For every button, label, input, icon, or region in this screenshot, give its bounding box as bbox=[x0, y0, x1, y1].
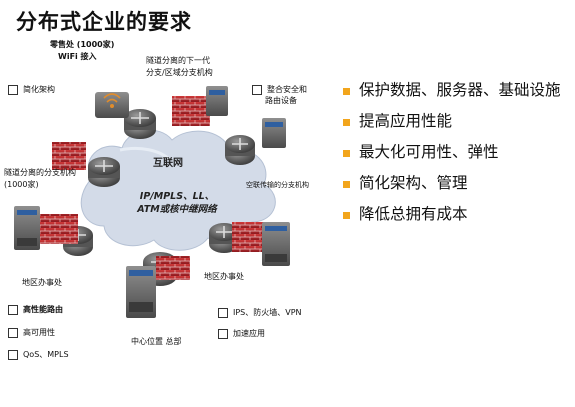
checkbox-icon bbox=[8, 349, 18, 360]
firewall-icon bbox=[40, 214, 78, 244]
cloud-label-line1: IP/MPLS、LL、 bbox=[139, 191, 215, 202]
regional-office-left-label: 地区办事处 bbox=[22, 278, 62, 287]
check-integrate-security: 整合安全和 bbox=[252, 84, 307, 95]
list-item: 降低总拥有成本 bbox=[343, 204, 569, 225]
hq-label: 中心位置 总部 bbox=[131, 337, 182, 346]
appliance-icon bbox=[262, 118, 286, 148]
list-item: 简化架构、管理 bbox=[343, 173, 569, 194]
wifi-label: WiFi 接入 bbox=[58, 52, 97, 61]
router-icon bbox=[124, 109, 156, 139]
router-icon bbox=[88, 157, 120, 187]
check-high-perf-routing: 高性能路由 bbox=[8, 304, 63, 315]
checkbox-icon bbox=[252, 84, 262, 95]
bullet-square-icon bbox=[343, 119, 350, 126]
list-item: 提高应用性能 bbox=[343, 111, 569, 132]
appliance-icon bbox=[262, 222, 290, 266]
bullet-square-icon bbox=[343, 212, 350, 219]
network-diagram: 互联网 IP/MPLS、LL、 ATM或核中继网络 零售处 (1000家) Wi… bbox=[4, 40, 309, 360]
check-ips-firewall-vpn: IPS、防火墙、VPN bbox=[218, 307, 302, 318]
checkbox-icon bbox=[8, 327, 18, 338]
checkbox-icon bbox=[218, 328, 228, 339]
diagram-graphics bbox=[14, 86, 290, 318]
tunnel-branch-label-line2: (1000家) bbox=[4, 180, 39, 189]
check-high-availability: 高可用性 bbox=[8, 327, 55, 338]
bullet-square-icon bbox=[343, 181, 350, 188]
router-icon bbox=[209, 223, 239, 253]
tunnel-next-gen-label-line1: 隧道分离的下一代 bbox=[146, 56, 210, 65]
appliance-icon bbox=[206, 86, 228, 116]
firewall-icon bbox=[172, 96, 210, 126]
requirements-list: 保护数据、服务器、基础设施 提高应用性能 最大化可用性、弹性 简化架构、管理 降… bbox=[343, 80, 569, 235]
page-title: 分布式企业的要求 bbox=[16, 10, 192, 34]
router-icon bbox=[225, 135, 255, 165]
appliance-icon bbox=[14, 206, 40, 250]
firewall-icon bbox=[52, 142, 86, 170]
bullet-square-icon bbox=[343, 150, 350, 157]
appliance-icon bbox=[126, 266, 156, 318]
retail-label: 零售处 (1000家) bbox=[50, 40, 115, 49]
check-accelerate-apps: 加速应用 bbox=[218, 328, 265, 339]
tunnel-branch-label-line1: 隧道分离的分支机构 bbox=[4, 168, 76, 177]
checkbox-icon bbox=[8, 84, 18, 95]
checkbox-icon bbox=[218, 307, 228, 318]
cloud-label-line2: ATM或核中继网络 bbox=[137, 204, 217, 215]
list-item: 最大化可用性、弹性 bbox=[343, 142, 569, 163]
bullet-square-icon bbox=[343, 88, 350, 95]
wan-cloud bbox=[80, 129, 276, 251]
check-simplified-architecture: 简化架构 bbox=[8, 84, 55, 95]
regional-office-right-label: 地区办事处 bbox=[204, 272, 244, 281]
check-routing-equipment-label: 路由设备 bbox=[265, 96, 297, 105]
sky-branch-label: 空联传输的分支机构 bbox=[246, 181, 309, 189]
list-item: 保护数据、服务器、基础设施 bbox=[343, 80, 569, 101]
firewall-icon bbox=[156, 256, 190, 280]
checkbox-icon bbox=[8, 304, 18, 315]
wireless-router-icon bbox=[95, 92, 129, 118]
tunnel-next-gen-label-line2: 分支/区域分支机构 bbox=[146, 68, 213, 77]
check-qos-mpls: QoS、MPLS bbox=[8, 349, 69, 360]
cloud-top-label: 互联网 bbox=[153, 158, 183, 169]
